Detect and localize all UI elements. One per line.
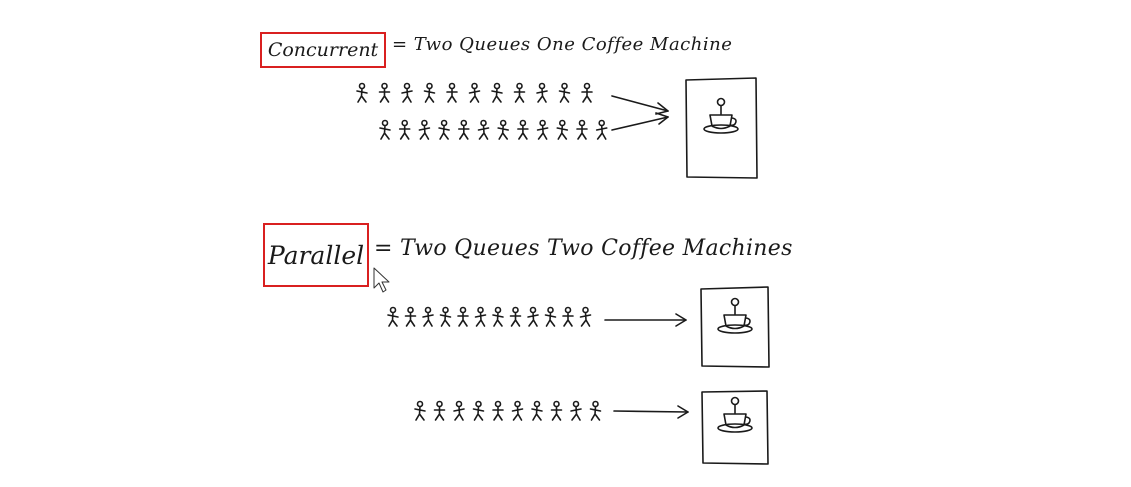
stick-figure-icon <box>458 119 470 140</box>
stick-figure-icon <box>398 119 411 140</box>
stick-figure-icon <box>401 82 413 103</box>
coffee-cup-icon <box>703 97 739 134</box>
stick-figure-icon <box>579 306 592 327</box>
queues-layer <box>356 82 608 421</box>
coffee-machine-concurrent <box>685 77 758 179</box>
stick-figure-icon <box>576 119 588 140</box>
stick-figure-icon <box>517 119 529 140</box>
stick-figure-icon <box>556 119 569 140</box>
parallel-label: Parallel <box>267 240 365 270</box>
stick-figure-icon <box>509 306 522 327</box>
stick-figure-icon <box>570 400 582 421</box>
arrow-icon <box>604 313 687 327</box>
stick-figure-icon <box>581 82 593 103</box>
parallel-queue-1 <box>387 306 592 327</box>
stick-figure-icon <box>404 306 417 327</box>
parallel-queue-2 <box>414 400 602 421</box>
arrow-icon <box>613 405 689 419</box>
stick-figure-icon <box>531 400 543 421</box>
stick-figure-icon <box>589 400 602 421</box>
stick-figure-icon <box>558 82 571 103</box>
stick-figure-icon <box>438 119 450 140</box>
parallel-label-box: Parallel <box>263 223 369 287</box>
stick-figure-icon <box>536 119 549 140</box>
arrow-icon <box>611 95 669 115</box>
concurrent-label: Concurrent <box>267 39 379 61</box>
stick-figure-icon <box>497 119 509 140</box>
concurrent-queue-1 <box>356 82 593 103</box>
stick-figure-icon <box>527 306 539 327</box>
stick-figure-icon <box>511 400 524 421</box>
stick-figure-icon <box>457 306 469 327</box>
coffee-machine-parallel-2 <box>701 390 769 465</box>
concurrent-label-box: Concurrent <box>260 32 386 68</box>
parallel-description: = Two Queues Two Coffee Machines <box>374 236 793 261</box>
stick-figure-icon <box>491 82 503 103</box>
stick-figure-icon <box>544 306 557 327</box>
stick-figure-icon <box>536 82 548 103</box>
concurrent-description: = Two Queues One Coffee Machine <box>392 34 733 55</box>
stick-figure-icon <box>418 119 431 140</box>
stick-figure-icon <box>550 400 563 421</box>
stick-figure-icon <box>562 306 574 327</box>
arrow-icon <box>611 112 669 131</box>
stick-figure-icon <box>468 82 481 103</box>
stick-figure-icon <box>472 400 485 421</box>
stick-figure-icon <box>492 306 504 327</box>
stick-figure-icon <box>453 400 465 421</box>
mouse-cursor-icon <box>373 267 390 293</box>
stick-figure-icon <box>439 306 452 327</box>
stick-figure-icon <box>513 82 526 103</box>
stick-figure-icon <box>492 400 504 421</box>
stick-figure-icon <box>356 82 368 103</box>
coffee-cup-icon <box>717 297 753 334</box>
stick-figure-icon <box>595 119 608 140</box>
stick-figure-icon <box>379 119 391 140</box>
stick-figure-icon <box>422 306 434 327</box>
concurrent-queue-2 <box>379 119 608 140</box>
stick-figure-icon <box>423 82 436 103</box>
coffee-cup-icon <box>717 396 753 433</box>
stick-figure-icon <box>414 400 426 421</box>
stick-figure-icon <box>433 400 446 421</box>
stick-figure-icon <box>387 306 399 327</box>
stick-figure-icon <box>446 82 458 103</box>
stick-figure-icon <box>378 82 391 103</box>
stick-figure-icon <box>477 119 490 140</box>
coffee-machine-parallel-1 <box>700 286 770 368</box>
stick-figure-icon <box>474 306 487 327</box>
